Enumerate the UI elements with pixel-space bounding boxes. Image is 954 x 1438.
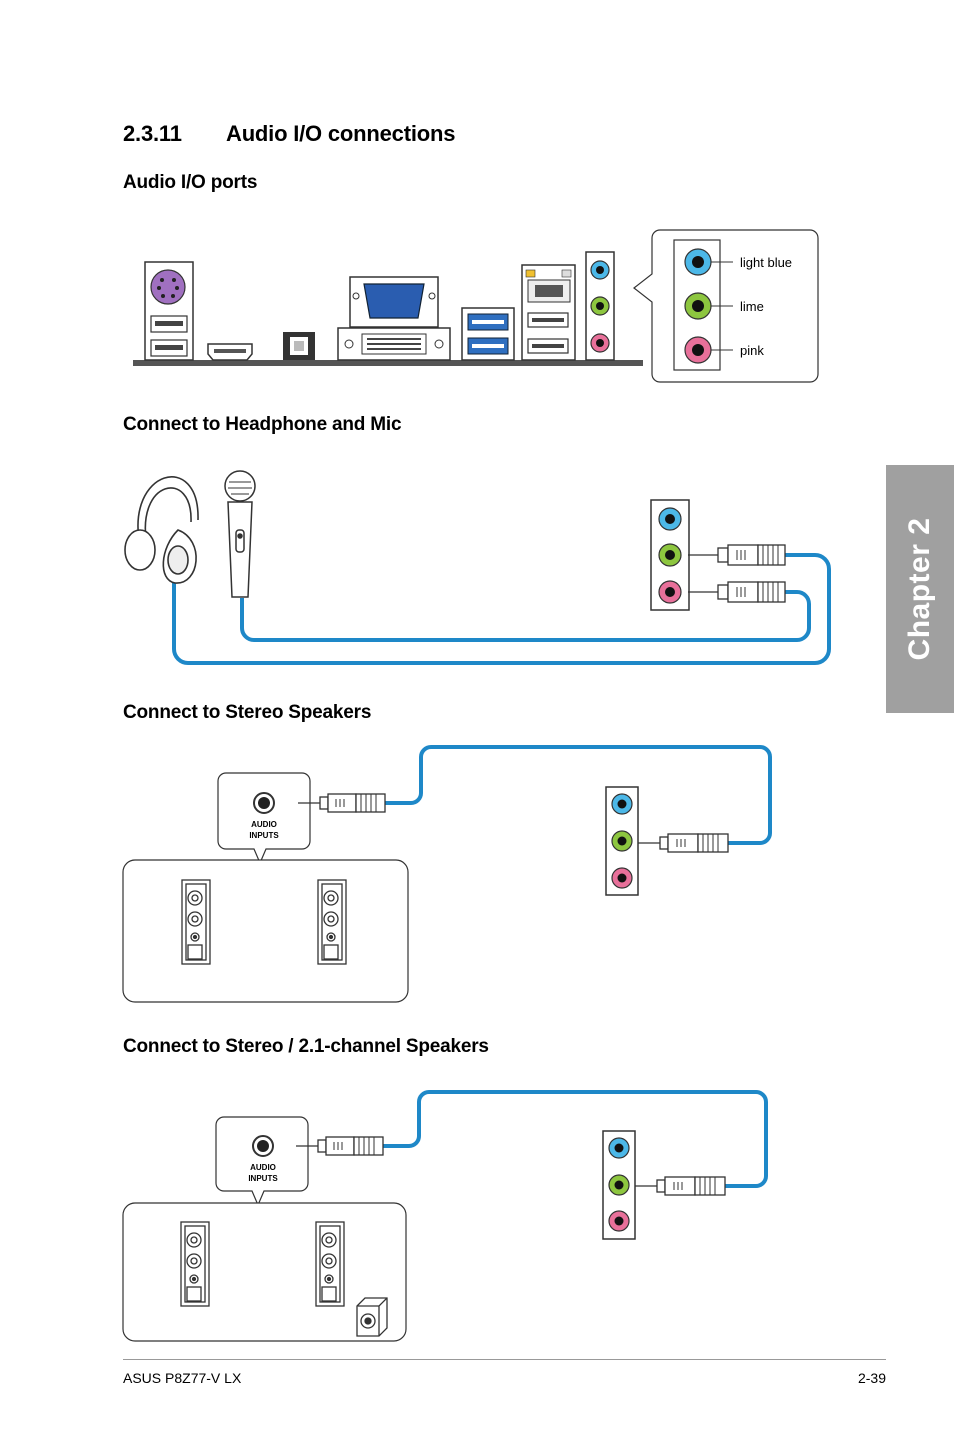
optical-spdif-port-icon — [283, 332, 315, 360]
audio-inputs-label-line1: AUDIO — [251, 820, 277, 829]
right-speaker-icon — [315, 1221, 345, 1307]
audio-inputs-label-line2: INPUTS — [248, 1174, 278, 1183]
left-speaker-icon — [181, 879, 211, 965]
label-light-blue: light blue — [740, 255, 792, 270]
section-heading: Audio I/O connections — [226, 121, 456, 146]
audio-jack-column-icon — [585, 251, 615, 361]
ps2-usb-stack-icon — [144, 261, 194, 361]
section-number: 2.3.11 — [123, 121, 182, 146]
subheading-audio-ports: Audio I/O ports — [123, 172, 258, 193]
lan-usb-stack-icon — [521, 264, 576, 361]
audio-plug-icon — [298, 793, 386, 813]
audio-plug-icon — [296, 1136, 384, 1156]
audio-plug-icon — [638, 833, 729, 853]
audio-jack-column-icon — [650, 499, 690, 611]
speaker-cable — [385, 745, 772, 845]
chapter-tab-label: Chapter 2 — [903, 517, 936, 661]
audio-jack-column-icon — [605, 786, 639, 896]
label-lime: lime — [740, 299, 764, 314]
headphone-cable — [172, 553, 831, 665]
audio-plug-icon — [688, 544, 786, 566]
footer-page-number: 2-39 — [857, 1370, 886, 1386]
right-speaker-icon — [317, 879, 347, 965]
rear-io-panel-diagram: light blue lime pink — [133, 229, 819, 383]
headphone-mic-diagram — [124, 470, 831, 665]
audio-plug-icon — [688, 581, 786, 603]
audio-inputs-callout — [217, 772, 311, 865]
label-pink: pink — [740, 343, 764, 358]
subwoofer-icon — [356, 1297, 388, 1337]
audio-inputs-callout — [215, 1116, 309, 1207]
usb3-stack-icon — [461, 307, 515, 361]
vga-dvi-port-icon — [337, 276, 451, 361]
io-shield-base — [133, 360, 643, 366]
footer-product-name: ASUS P8Z77-V LX — [123, 1370, 242, 1386]
mic-cable — [240, 590, 811, 642]
subheading-stereo-21-speakers: Connect to Stereo / 2.1-channel Speakers — [123, 1036, 489, 1057]
footer-rule — [123, 1359, 886, 1360]
left-speaker-icon — [180, 1221, 210, 1307]
subheading-stereo-speakers: Connect to Stereo Speakers — [123, 702, 372, 723]
subheading-headphone-mic: Connect to Headphone and Mic — [123, 414, 402, 435]
hdmi-port-icon — [207, 343, 253, 361]
audio-jack-column-icon — [602, 1130, 636, 1240]
section-title: 2.3.11 Audio I/O connections — [123, 121, 455, 147]
audio-plug-icon — [635, 1176, 726, 1196]
headphone-icon — [124, 476, 199, 584]
microphone-icon — [224, 470, 256, 598]
stereo-21-speakers-diagram: AUDIO INPUTS — [122, 1090, 768, 1342]
audio-inputs-label-line2: INPUTS — [249, 831, 279, 840]
audio-inputs-label-line1: AUDIO — [250, 1163, 276, 1172]
chapter-tab: Chapter 2 — [886, 465, 954, 713]
stereo-speakers-diagram: AUDIO INPUTS — [122, 745, 772, 1003]
speaker-cable — [383, 1090, 768, 1188]
speakers-box — [122, 859, 409, 1003]
